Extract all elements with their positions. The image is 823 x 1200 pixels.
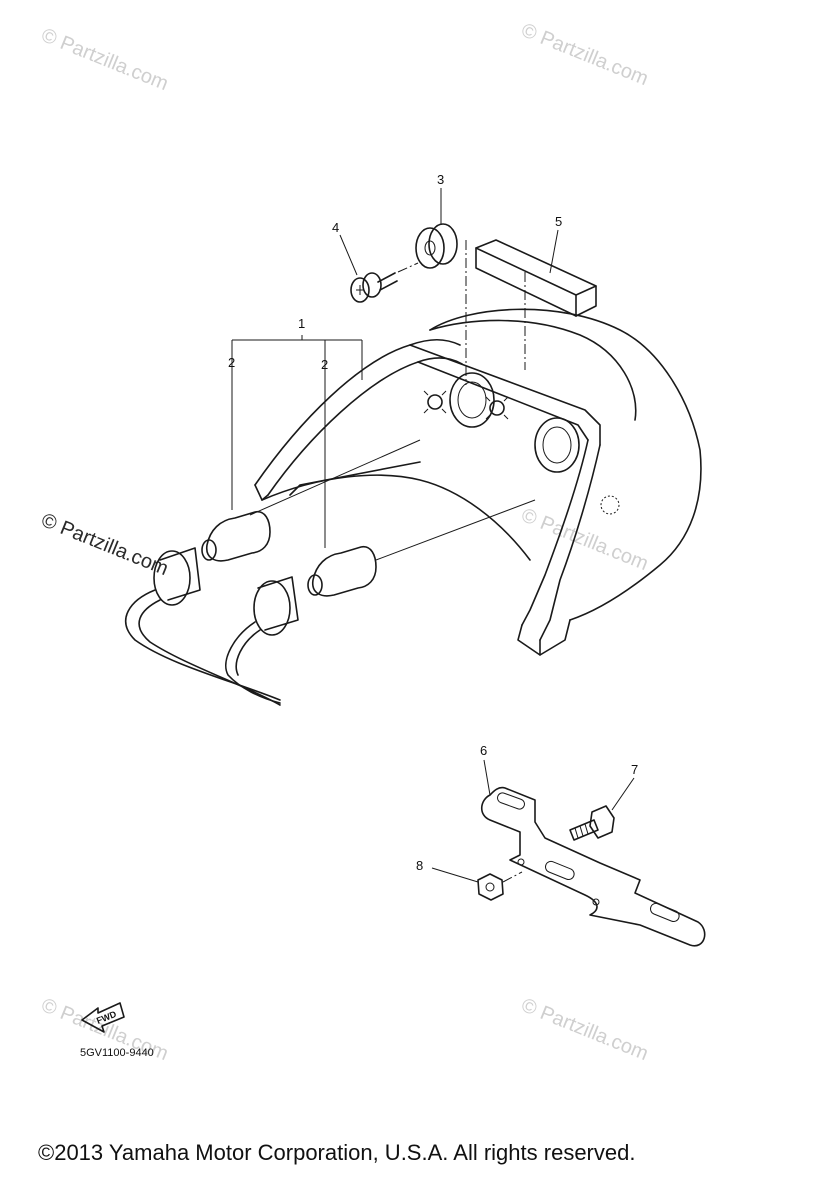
part-8-nut: [431, 867, 523, 901]
callout-4: 4: [332, 220, 339, 235]
part-2-bulb-right: [307, 499, 536, 597]
callout-7: 7: [631, 762, 638, 777]
watermarks: © Partzilla.com © Partzilla.com © Partzi…: [38, 19, 651, 1065]
part-7-bolt: [569, 777, 635, 841]
diagram-code: 5GV1100-9440: [80, 1047, 154, 1059]
callout-2-right: 2: [321, 357, 328, 372]
callout-1: 1: [298, 316, 305, 331]
watermark-center-right: © Partzilla.com: [518, 504, 651, 575]
callout-3: 3: [437, 172, 444, 187]
callout-6: 6: [480, 743, 487, 758]
socket-right-with-wires: [225, 576, 299, 704]
callout-5: 5: [555, 214, 562, 229]
housing-dotted-feature: [600, 495, 620, 515]
watermark-top-left: © Partzilla.com: [38, 24, 171, 95]
part-3-grommet: [415, 223, 467, 385]
copyright-notice: ©2013 Yamaha Motor Corporation, U.S.A. A…: [38, 1140, 635, 1165]
watermark-bottom-right: © Partzilla.com: [518, 994, 651, 1065]
callouts: 1 2 2 3 4 5 6 7 8: [228, 172, 638, 873]
callout-2-left: 2: [228, 355, 235, 370]
part-2-bulb-left: [201, 439, 421, 562]
part-6-license-bracket: [480, 759, 706, 947]
watermark-top-right: © Partzilla.com: [518, 19, 651, 90]
watermark-left-middle: © Partzilla.com: [38, 509, 171, 580]
part-5-foam-strip: [475, 239, 597, 370]
part-4-screw: [350, 262, 419, 303]
tail-light-housing: [254, 308, 702, 656]
callout-leaders-upper: [231, 188, 559, 548]
callout-8: 8: [416, 858, 423, 873]
